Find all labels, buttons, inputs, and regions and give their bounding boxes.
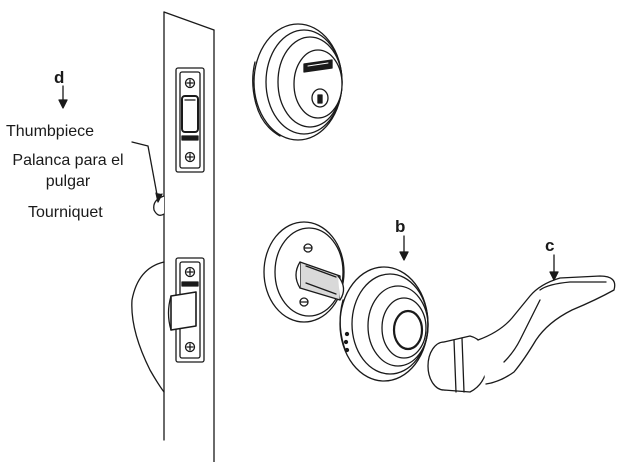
mounting-plate [263,221,345,323]
deadbolt-cylinder [252,23,343,141]
lever-part [427,275,616,393]
thumbpiece-label-spanish: Palanca para el pulgar [12,152,124,190]
callout-c: c [545,236,555,255]
door-edge [163,11,215,462]
callout-d: d [54,68,65,87]
thumbpiece-label-english: Thumbpiece [6,123,95,140]
callout-b: b [395,217,406,236]
rosette-part [339,266,429,382]
leader-lines [58,85,559,281]
latch-faceplate [167,257,205,363]
swing-curve [131,261,165,393]
thumbpiece-label-french: Tourniquet [28,204,103,221]
upper-faceplate [175,67,205,173]
